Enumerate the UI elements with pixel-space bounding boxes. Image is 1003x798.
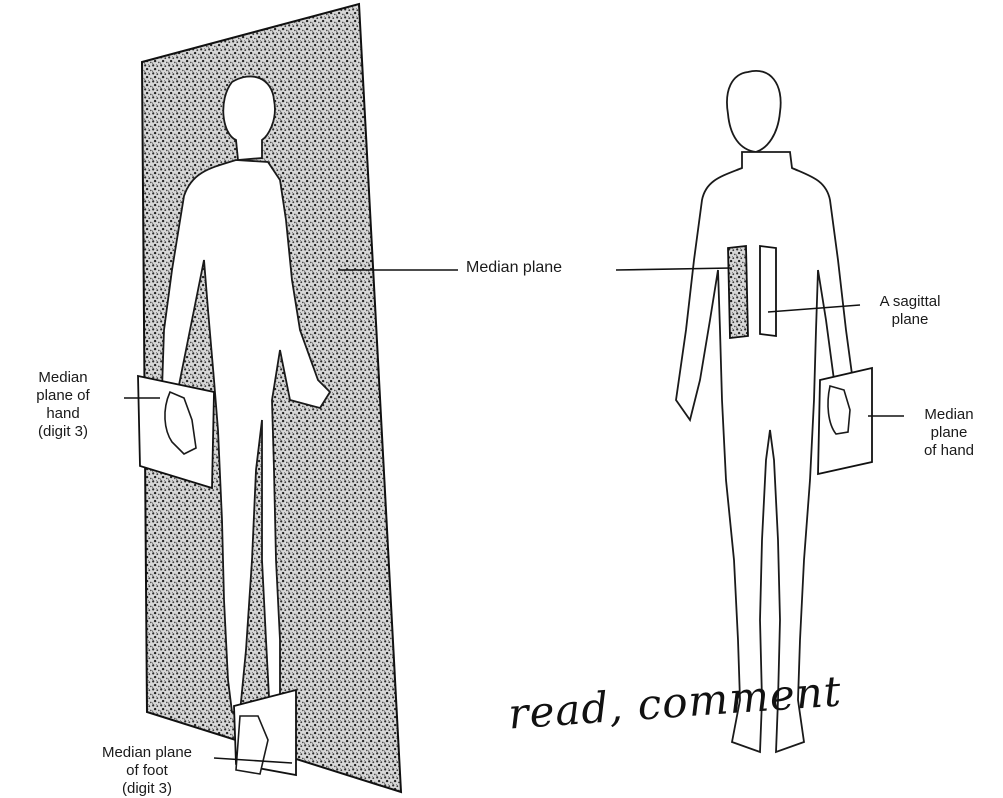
label-a-sagittal-plane: A sagittal plane [862,293,958,329]
label-median-plane-of-foot: Median plane of foot (digit 3) [82,744,212,798]
label-median-plane-text: Median plane [466,259,562,277]
label-hand-right-line3: of hand [900,442,998,460]
label-median-plane-of-hand-left: Median plane of hand (digit 3) [4,369,122,441]
label-median-plane: Median plane [466,259,562,277]
label-sagittal-line1: A sagittal [862,293,958,311]
label-hand-left-line3: hand [4,405,122,423]
label-hand-left-line4: (digit 3) [4,423,122,441]
label-foot-line2: of foot [82,762,212,780]
label-hand-right-line1: Median [900,406,998,424]
label-sagittal-line2: plane [862,311,958,329]
label-median-plane-of-hand-right: Median plane of hand [900,406,998,460]
label-foot-line3: (digit 3) [82,780,212,798]
label-hand-left-line1: Median [4,369,122,387]
sagittal-plane-strip [760,246,776,336]
label-hand-right-line2: plane [900,424,998,442]
label-hand-left-line2: plane of [4,387,122,405]
label-foot-line1: Median plane [82,744,212,762]
median-plane-strip [728,246,748,338]
